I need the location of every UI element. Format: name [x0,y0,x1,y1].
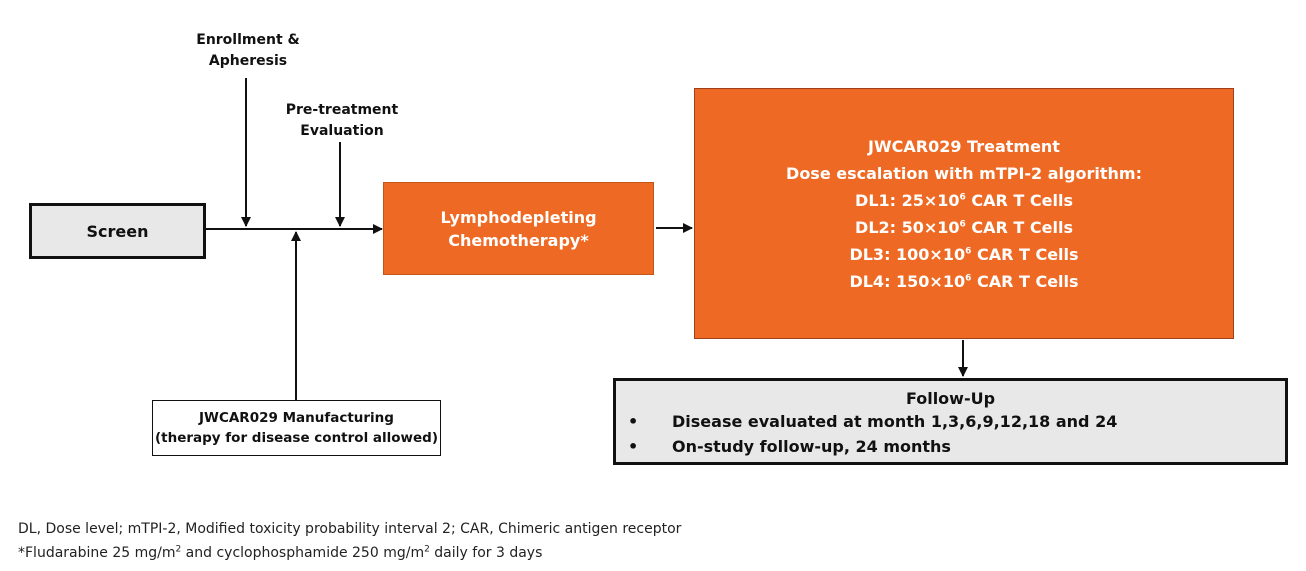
screen-box: Screen [29,203,206,259]
footnotes: DL, Dose level; mTPI-2, Modified toxicit… [18,517,681,565]
treatment-box: JWCAR029 Treatment Dose escalation with … [694,88,1234,339]
followup-box: Follow-Up • Disease evaluated at month 1,… [613,378,1288,465]
enrollment-label-line1: Enrollment & [196,32,300,48]
pretreatment-label-line1: Pre-treatment [285,102,399,118]
screen-label: Screen [86,221,149,241]
manufacturing-box: JWCAR029 Manufacturing (therapy for dise… [152,400,441,456]
dose-level-4: DL4: 150×106 CAR T Cells [849,271,1079,291]
dose-level-2: DL2: 50×106 CAR T Cells [855,217,1073,237]
followup-item: • On-study follow-up, 24 months [628,437,951,456]
manufacturing-line2: (therapy for disease control allowed) [154,430,438,446]
followup-item-text: Disease evaluated at month 1,3,6,9,12,18… [672,412,1118,431]
dose-level-3: DL3: 100×106 CAR T Cells [849,244,1079,264]
followup-title: Follow-Up [905,389,996,408]
enrollment-label: Enrollment & Apheresis [186,30,310,72]
bullet-icon: • [628,412,639,431]
manufacturing-line1: JWCAR029 Manufacturing [199,410,394,426]
pretreatment-label: Pre-treatment Evaluation [280,100,404,142]
treatment-subtitle: Dose escalation with mTPI-2 algorithm: [786,163,1142,183]
treatment-title: JWCAR029 Treatment [868,136,1060,156]
pretreatment-label-line2: Evaluation [300,123,384,139]
lympho-line1: Lymphodepleting [440,207,597,227]
lympho-line2: Chemotherapy* [448,230,589,250]
followup-item-text: On-study follow-up, 24 months [672,437,951,456]
footnote-chemotherapy: *Fludarabine 25 mg/m2 and cyclophosphami… [18,544,543,561]
footnote-abbreviations: DL, Dose level; mTPI-2, Modified toxicit… [18,521,682,537]
dose-level-1: DL1: 25×106 CAR T Cells [855,190,1073,210]
enrollment-label-line2: Apheresis [208,53,288,69]
lymphodepleting-chemotherapy-box: Lymphodepleting Chemotherapy* [383,182,654,275]
bullet-icon: • [628,437,639,456]
followup-item: • Disease evaluated at month 1,3,6,9,12,1… [628,412,1117,431]
